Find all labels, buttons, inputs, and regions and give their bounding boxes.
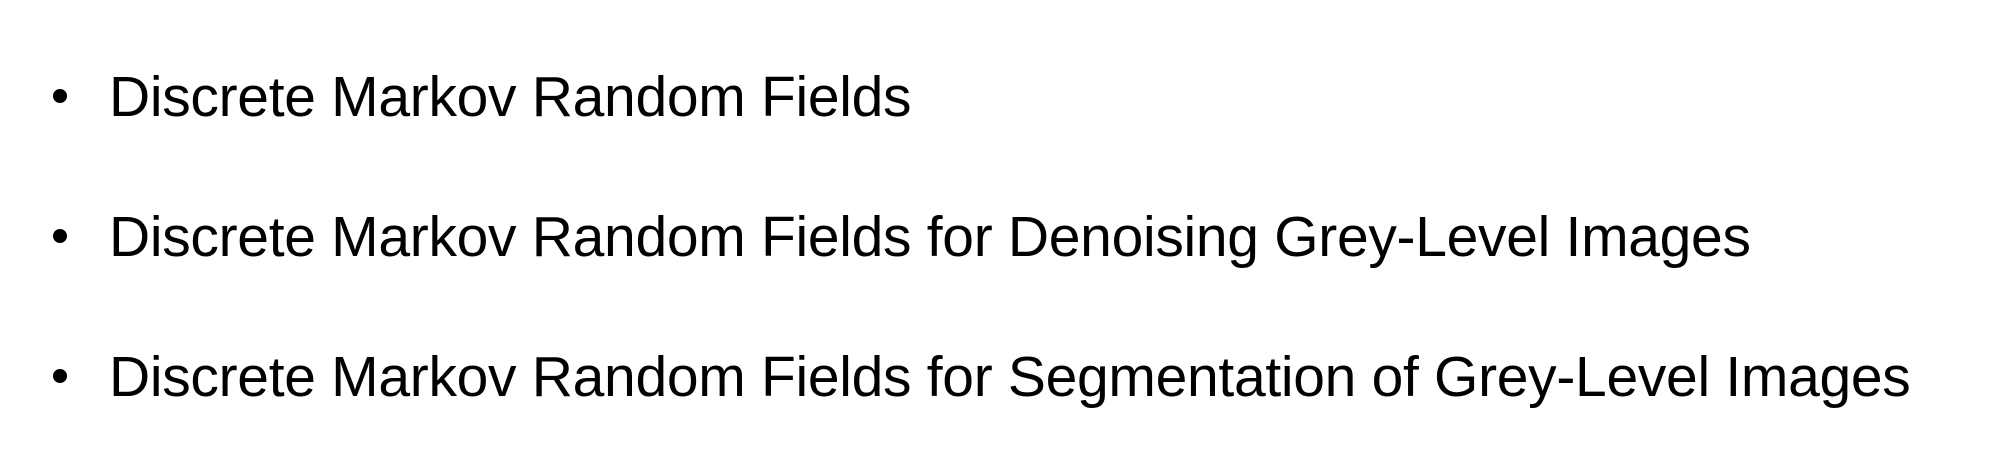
list-item-label: Discrete Markov Random Fields for Denois… [109, 205, 1751, 269]
bullet-icon [53, 369, 67, 383]
list-item-label: Discrete Markov Random Fields for Segmen… [109, 345, 1911, 409]
bullet-icon [53, 89, 67, 103]
bullet-icon [53, 229, 67, 243]
list-item-label: Discrete Markov Random Fields [109, 65, 912, 129]
